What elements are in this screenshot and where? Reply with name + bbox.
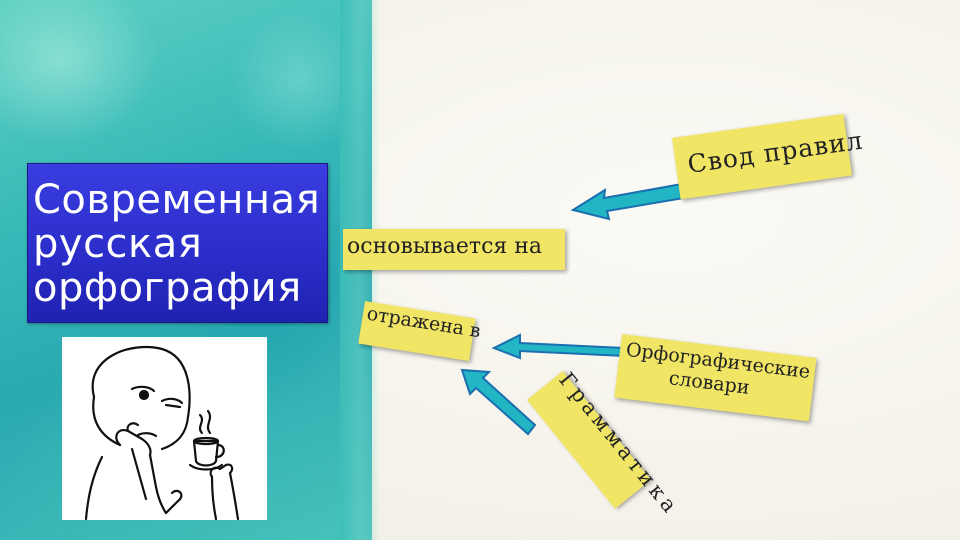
- label-osnovyvaetsya: основывается на: [347, 234, 543, 259]
- watercolor-edge: [340, 0, 380, 540]
- thinking-face-icon: [84, 345, 240, 521]
- thinking-meme-image: [62, 337, 267, 521]
- arrow-left-icon: [570, 180, 698, 221]
- arrow-up-left-icon: [460, 368, 537, 436]
- title-box: Современная русская орфография: [27, 163, 328, 323]
- label-box-osnovyvaetsya: основывается на: [343, 229, 565, 270]
- slide-title: Современная русская орфография: [33, 177, 321, 311]
- arrow-left-icon: [491, 333, 625, 360]
- label-svod: Свод правил: [685, 125, 865, 179]
